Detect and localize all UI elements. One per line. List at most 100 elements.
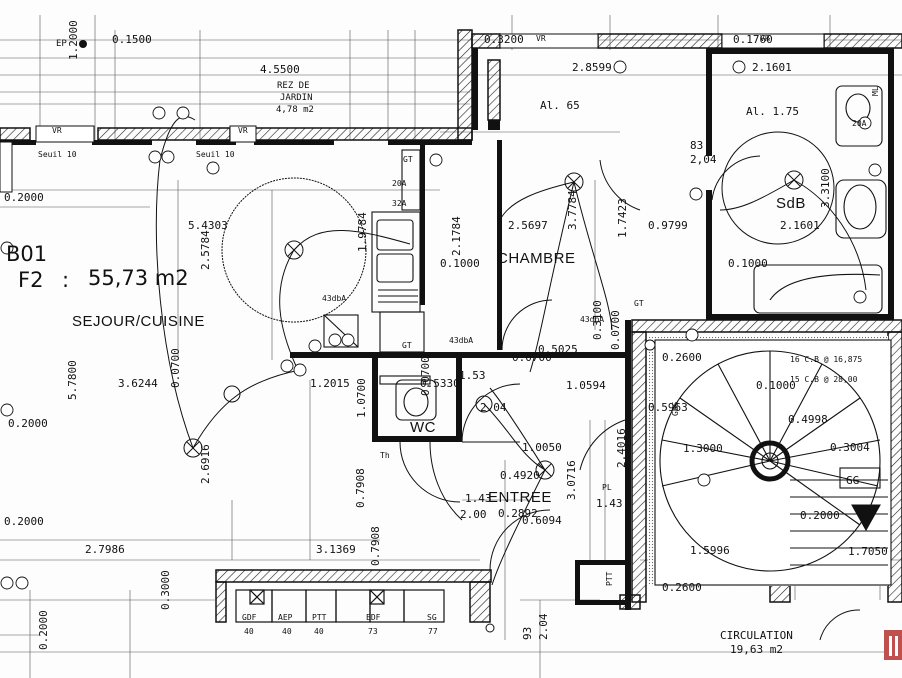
gt-label: GT xyxy=(402,341,412,350)
dimension: 0.2000 xyxy=(4,515,44,528)
noise-label: 43dbA xyxy=(322,294,347,303)
dimension: 3.7784 xyxy=(566,190,579,230)
wiring xyxy=(155,115,867,586)
dimension: 2.04 xyxy=(480,401,507,414)
ep-marker xyxy=(79,40,87,48)
noise-label: 43dbA xyxy=(580,315,605,324)
dimension: 3.1369 xyxy=(316,543,356,556)
dimension: 0.3000 xyxy=(159,570,172,610)
dimension: 0.1760 xyxy=(733,33,773,46)
gt-label: GT xyxy=(403,155,413,164)
dimension: 1.0700 xyxy=(355,378,368,418)
wc-label: WC xyxy=(410,419,436,436)
dimension: 1.7423 xyxy=(616,198,629,238)
dimension: 0.1000 xyxy=(440,257,480,270)
wc-fixtures xyxy=(379,375,437,421)
circulation-label: CIRCULATION xyxy=(720,629,793,642)
dimension: 0.2000 xyxy=(8,417,48,430)
kitchen xyxy=(323,149,425,353)
entrance-label: ENTREE xyxy=(488,489,552,506)
bath-fixtures xyxy=(753,85,887,314)
dimension: 83 xyxy=(690,139,704,152)
dimension: 4.5500 xyxy=(260,63,300,76)
vr-label: VR xyxy=(536,34,546,43)
dimension: 1.7050 xyxy=(848,545,888,558)
duct-aep-value: 40 xyxy=(282,627,292,636)
dimension: 1.9784 xyxy=(356,212,369,252)
dimension: 0.0700 xyxy=(609,310,622,350)
dimension: 2.6916 xyxy=(199,444,212,484)
duct-sg-label: SG xyxy=(427,613,437,622)
vr-label: VR xyxy=(52,126,62,135)
dimension: 0.0700 xyxy=(419,356,432,396)
stairs-note: 16 C.B @ 16,875 xyxy=(790,355,863,364)
dimension: 93 xyxy=(521,626,534,640)
logo-mark xyxy=(884,630,902,660)
gbs-label: GBS xyxy=(671,401,680,416)
dimension: 1.3000 xyxy=(683,442,723,455)
ml-label: ML xyxy=(871,86,880,96)
dimension: 0.5330 xyxy=(420,377,460,390)
dimension: 1.0050 xyxy=(522,441,562,454)
dimension: 1.43 xyxy=(465,492,492,505)
duct-aep-label: AEP xyxy=(278,613,293,622)
duct-edf-label: EDF xyxy=(366,613,381,622)
dimension: 2.5784 xyxy=(199,230,212,270)
dimension: 1.2015 xyxy=(310,377,350,390)
dimension: 0.6094 xyxy=(522,514,562,527)
noise-label: 43dbA xyxy=(449,336,474,345)
dimension: 2.1601 xyxy=(752,61,792,74)
utility-duct xyxy=(235,589,445,623)
door-swings xyxy=(399,155,861,641)
windows xyxy=(0,33,825,193)
threshold-label: Seuil 10 xyxy=(196,150,235,159)
duct-ptt-label: PTT xyxy=(312,613,327,622)
stairs-note: 15 C.B @ 28,00 xyxy=(790,375,858,384)
duct-ptt-value: 40 xyxy=(314,627,324,636)
dimension: 0.5963 xyxy=(648,401,688,414)
dimension: 0.0700 xyxy=(169,348,182,388)
garden-area: 4,78 m2 xyxy=(276,105,314,115)
dimension: 5.4303 xyxy=(188,219,228,232)
dimension: 1.43 xyxy=(596,497,623,510)
dimension: 1.2000 xyxy=(67,20,80,60)
outlets xyxy=(0,60,882,590)
dimension: 0.7908 xyxy=(369,526,382,566)
unit-type: F2 xyxy=(18,268,44,292)
dimension: 1.53 xyxy=(459,369,486,382)
dimension: 3.3100 xyxy=(819,168,832,208)
pl-label: PL xyxy=(602,483,612,492)
thermostat-label: Th xyxy=(380,451,390,460)
dimension: 2.7986 xyxy=(85,543,125,556)
dimension: 0.1500 xyxy=(112,33,152,46)
window-size-label: Al. 1.75 xyxy=(746,105,799,118)
dimension: 3.6244 xyxy=(118,377,158,390)
living-room-label: SEJOUR/CUISINE xyxy=(72,313,205,330)
dimension: 0.1000 xyxy=(728,257,768,270)
ep-label: EP xyxy=(56,39,67,49)
dimension: 0.3004 xyxy=(830,441,870,454)
vr-label: VR xyxy=(238,126,248,135)
dimension: 0.4920 xyxy=(500,469,540,482)
garden-label-2: JARDIN xyxy=(280,93,313,103)
dimension: 0.2000 xyxy=(4,191,44,204)
dimension: 2.4016 xyxy=(615,428,628,468)
dimension: 2.04 xyxy=(537,613,550,641)
dimension: 2.00 xyxy=(460,508,487,521)
duct-sg-value: 77 xyxy=(428,627,438,636)
ptt-box-label: PTT xyxy=(605,571,614,586)
bedroom-label: CHAMBRE xyxy=(497,250,576,267)
dimension: 0.1000 xyxy=(756,379,796,392)
dimension: 3.0716 xyxy=(565,460,578,500)
unit-area: 55,73 m2 xyxy=(88,266,189,290)
dimension: 0.2892 xyxy=(498,507,538,520)
garden-label: REZ DE xyxy=(277,81,310,91)
dimension: 0.7908 xyxy=(354,468,367,508)
duct-gdf-value: 40 xyxy=(244,627,254,636)
vr-label: VR xyxy=(760,34,770,43)
gt-label: GT xyxy=(634,299,644,308)
exterior-walls xyxy=(0,29,902,623)
circulation-area: 19,63 m2 xyxy=(730,643,783,656)
